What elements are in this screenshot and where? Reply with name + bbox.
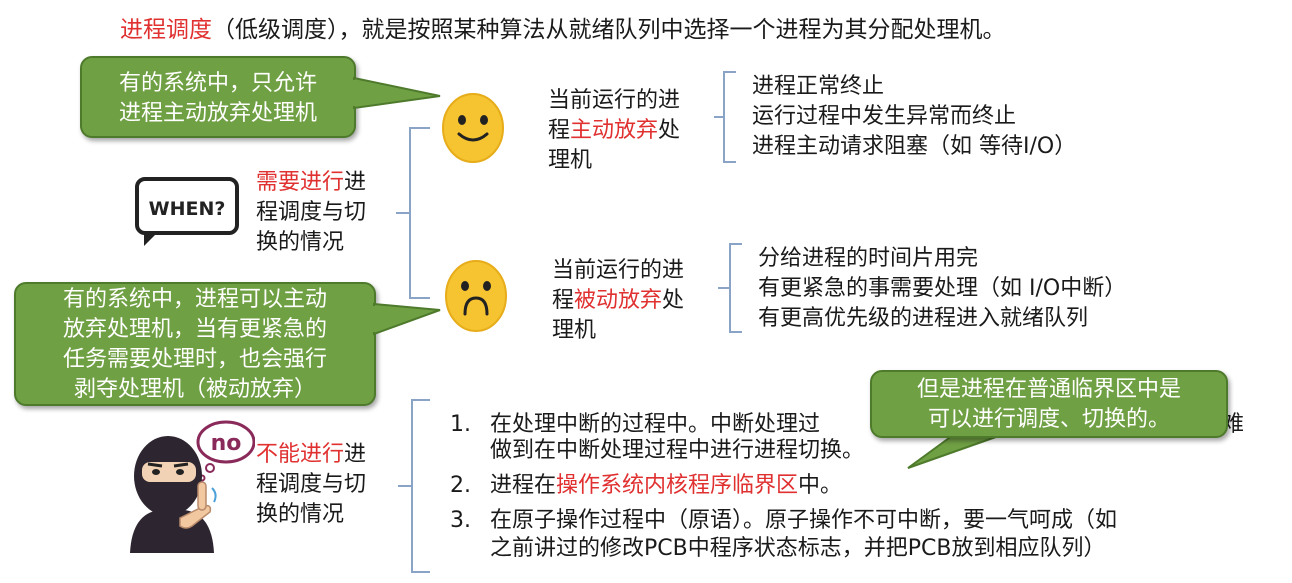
need-label: 需要进行进 程调度与切 换的情况 <box>256 168 366 258</box>
cannot-item1-line2: 做到在中断处理过程中进行进程切换。 <box>490 438 865 463</box>
active-label: 当前运行的进 程主动放弃处 理机 <box>548 86 680 176</box>
passive-line2-post: 处 <box>662 288 685 313</box>
active-item: 进程正常终止 <box>752 74 885 99</box>
passive-line2-pre: 程 <box>552 288 575 313</box>
active-items: 进程正常终止 运行过程中发生异常而终止 进程主动请求阻塞（如 等待I/O） <box>752 72 1076 162</box>
bubble-passive-possible: 有的系统中，进程可以主动 放弃处理机，当有更紧急的 任务需要处理时，也会强行 剥… <box>14 282 376 406</box>
sad-face-icon <box>445 260 507 332</box>
bubble-mid-line-3: 任务需要处理时，也会强行 <box>62 347 327 372</box>
list-number: 3. <box>450 508 471 533</box>
cannot-line2: 程调度与切 <box>256 472 367 497</box>
need-bracket <box>409 127 430 299</box>
cannot-item2-post: 中。 <box>798 473 843 498</box>
bubble-right-line-1: 但是进程在普通临界区中是 <box>916 377 1181 402</box>
bubble-mid-line-1: 有的系统中，进程可以主动 <box>62 287 327 312</box>
smiley-face-icon <box>442 93 504 163</box>
no-label: no <box>211 431 242 456</box>
bubble-right-line-2: 可以进行调度、切换的。 <box>927 407 1170 432</box>
active-line2-pre: 程 <box>548 118 571 143</box>
ninja-no-icon: no <box>130 420 255 553</box>
cannot-item2: 进程在操作系统内核程序临界区中。 <box>490 471 842 501</box>
active-item: 进程主动请求阻塞（如 等待I/O） <box>752 134 1077 159</box>
cannot-item2-pre: 进程在 <box>490 473 557 498</box>
active-highlight: 主动放弃 <box>570 118 659 143</box>
need-line2: 程调度与切 <box>256 200 367 225</box>
cannot-line3: 换的情况 <box>256 502 345 527</box>
cannot-item3-line2: 之前讲过的修改PCB中程序状态标志，并把PCB放到相应队列） <box>490 536 1106 561</box>
active-line2-post: 处 <box>658 118 681 143</box>
list-number: 1. <box>450 412 471 437</box>
cannot-item2-highlight: 操作系统内核程序临界区 <box>556 473 799 498</box>
passive-item: 分给进程的时间片用完 <box>758 246 979 271</box>
passive-item: 有更高优先级的进程进入就绪队列 <box>758 306 1089 331</box>
cannot-item1-line1: 在处理中断的过程中。中断处理过 <box>490 412 821 437</box>
bubble-top-line-1: 有的系统中，只允许 <box>118 71 317 96</box>
passive-bracket <box>729 243 742 333</box>
passive-label: 当前运行的进 程被动放弃处 理机 <box>552 256 684 346</box>
passive-item: 有更紧急的事需要处理（如 I/O中断） <box>758 276 1127 301</box>
bubble-critical-section-note: 但是进程在普通临界区中是 可以进行调度、切换的。 <box>870 370 1228 438</box>
page-title: 进程调度（低级调度），就是按照某种算法从就绪队列中选择一个进程为其分配处理机。 <box>120 10 1006 44</box>
active-line3: 理机 <box>548 148 593 173</box>
passive-highlight: 被动放弃 <box>574 288 663 313</box>
when-sign-icon: WHEN? <box>135 177 239 246</box>
list-number: 2. <box>450 473 471 498</box>
passive-line1: 当前运行的进 <box>552 258 685 283</box>
cannot-highlight: 不能进行 <box>256 442 345 467</box>
passive-items: 分给进程的时间片用完 有更紧急的事需要处理（如 I/O中断） 有更高优先级的进程… <box>758 244 1126 334</box>
cannot-line1-rest: 进 <box>344 442 367 467</box>
bubble-mid-line-4: 剥夺处理机（被动放弃） <box>73 377 316 402</box>
need-highlight: 需要进行 <box>256 170 345 195</box>
bubble-only-active: 有的系统中，只允许 进程主动放弃处理机 <box>80 56 356 138</box>
need-line3: 换的情况 <box>256 230 345 255</box>
active-line1: 当前运行的进 <box>548 88 681 113</box>
title-rest: （低级调度），就是按照某种算法从就绪队列中选择一个进程为其分配处理机。 <box>212 17 1006 43</box>
cannot-bracket <box>411 399 430 573</box>
cannot-label: 不能进行进 程调度与切 换的情况 <box>256 440 366 530</box>
bubble-top-line-2: 进程主动放弃处理机 <box>118 101 317 126</box>
active-bracket <box>723 71 736 163</box>
need-line1-rest: 进 <box>344 170 367 195</box>
when-label: WHEN? <box>149 198 226 220</box>
passive-line3: 理机 <box>552 318 597 343</box>
title-highlight: 进程调度 <box>120 17 212 43</box>
bubble-mid-line-2: 放弃处理机，当有更紧急的 <box>62 317 327 342</box>
cannot-item3-line1: 在原子操作过程中（原语）。原子操作不可中断，要一气呵成（如 <box>490 508 1118 533</box>
active-item: 运行过程中发生异常而终止 <box>752 104 1017 129</box>
